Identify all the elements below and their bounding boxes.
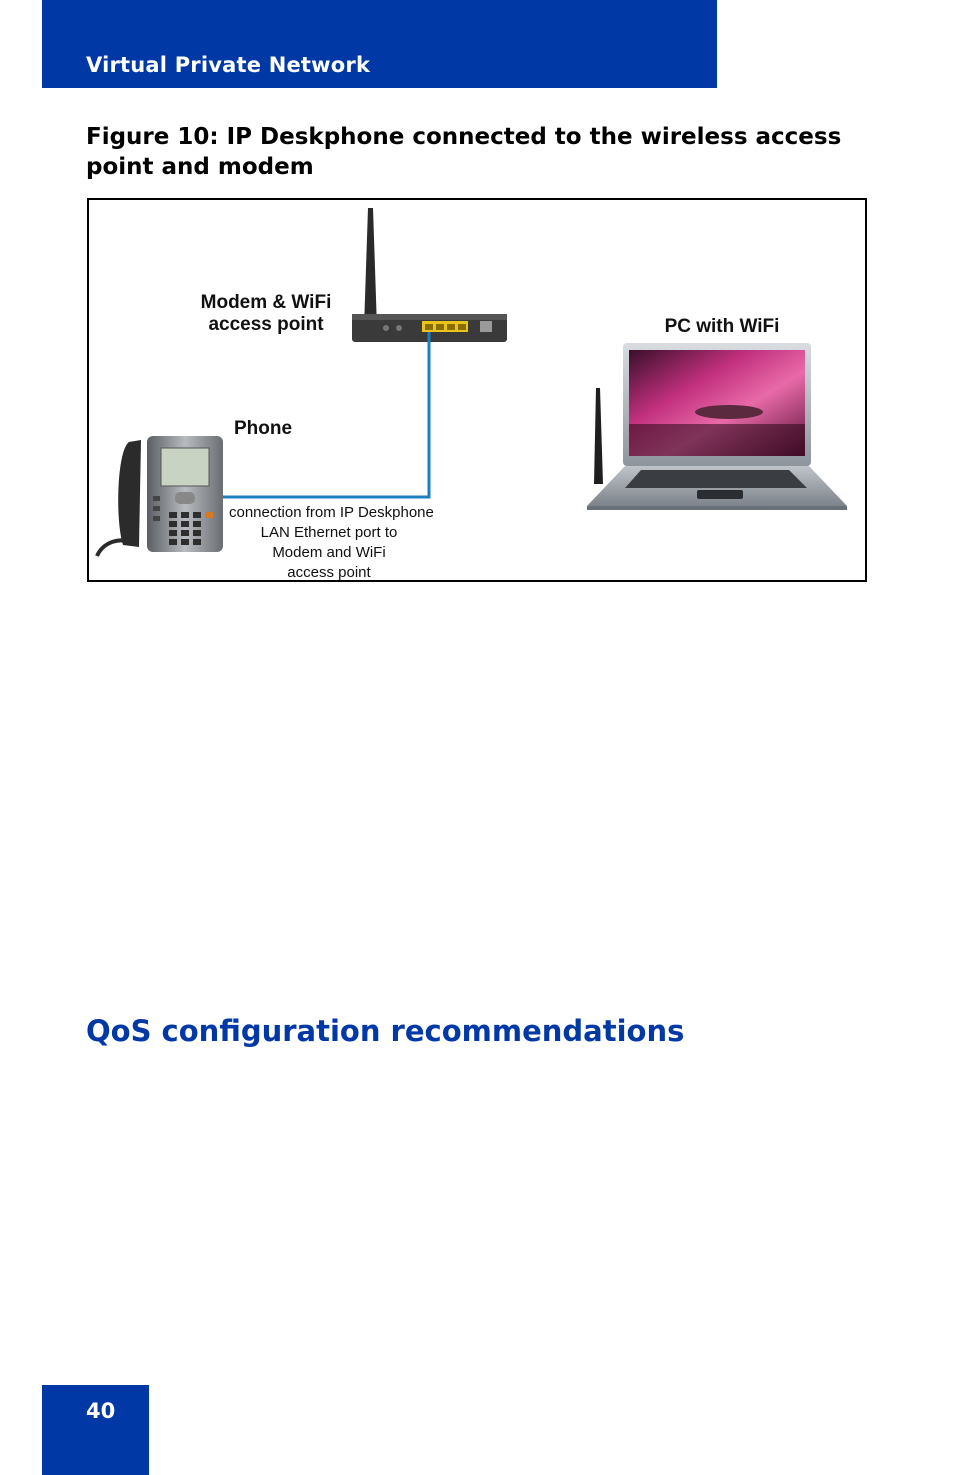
phone-label: Phone bbox=[234, 418, 293, 439]
modem-label-line-2: access point bbox=[208, 314, 324, 335]
connection-note-line-1a: connection from IP bbox=[229, 504, 358, 521]
laptop-pc bbox=[587, 343, 847, 510]
header-bar: Virtual Private Network bbox=[42, 0, 717, 88]
phone-display bbox=[160, 447, 210, 487]
laptop-wifi-antenna bbox=[594, 388, 603, 484]
figure-caption-line-1: Figure 10: IP Deskphone connected to the… bbox=[86, 124, 842, 150]
modem-label: Modem & WiFi access point bbox=[191, 292, 341, 336]
ethernet-cable bbox=[222, 332, 431, 499]
modem-wifi-router bbox=[352, 208, 507, 342]
laptop-touchpad bbox=[697, 490, 743, 499]
router-antenna bbox=[364, 208, 377, 328]
router-wan-port bbox=[480, 321, 492, 332]
network-diagram bbox=[95, 208, 847, 557]
laptop-keyboard bbox=[625, 470, 807, 488]
page-number: 40 bbox=[86, 1399, 116, 1423]
phone-handset bbox=[118, 440, 141, 547]
connection-note-line-2: LAN Ethernet port to bbox=[260, 524, 398, 541]
router-lan-ports bbox=[422, 321, 468, 332]
section-heading: QoS configuration recommendations bbox=[86, 1014, 685, 1048]
figure-caption-line-2: point and modem bbox=[86, 154, 314, 180]
connection-note-line-4: access point bbox=[287, 564, 371, 581]
ip-deskphone bbox=[95, 436, 223, 557]
figure-caption: Figure 10: IP Deskphone connected to the… bbox=[86, 122, 846, 182]
connection-note-line-1b: Deskphone bbox=[357, 504, 434, 521]
figure-frame: Modem & WiFi access point PC with WiFi P… bbox=[87, 198, 867, 582]
pc-label: PC with WiFi bbox=[664, 316, 780, 337]
running-header-title: Virtual Private Network bbox=[86, 53, 371, 77]
page-number-box: 40 bbox=[42, 1385, 149, 1475]
connection-note-line-3: Modem and WiFi bbox=[272, 544, 386, 561]
connection-note: connection from IP Deskphone LAN Etherne… bbox=[229, 503, 434, 581]
modem-label-line-1: Modem & WiFi bbox=[200, 292, 332, 313]
